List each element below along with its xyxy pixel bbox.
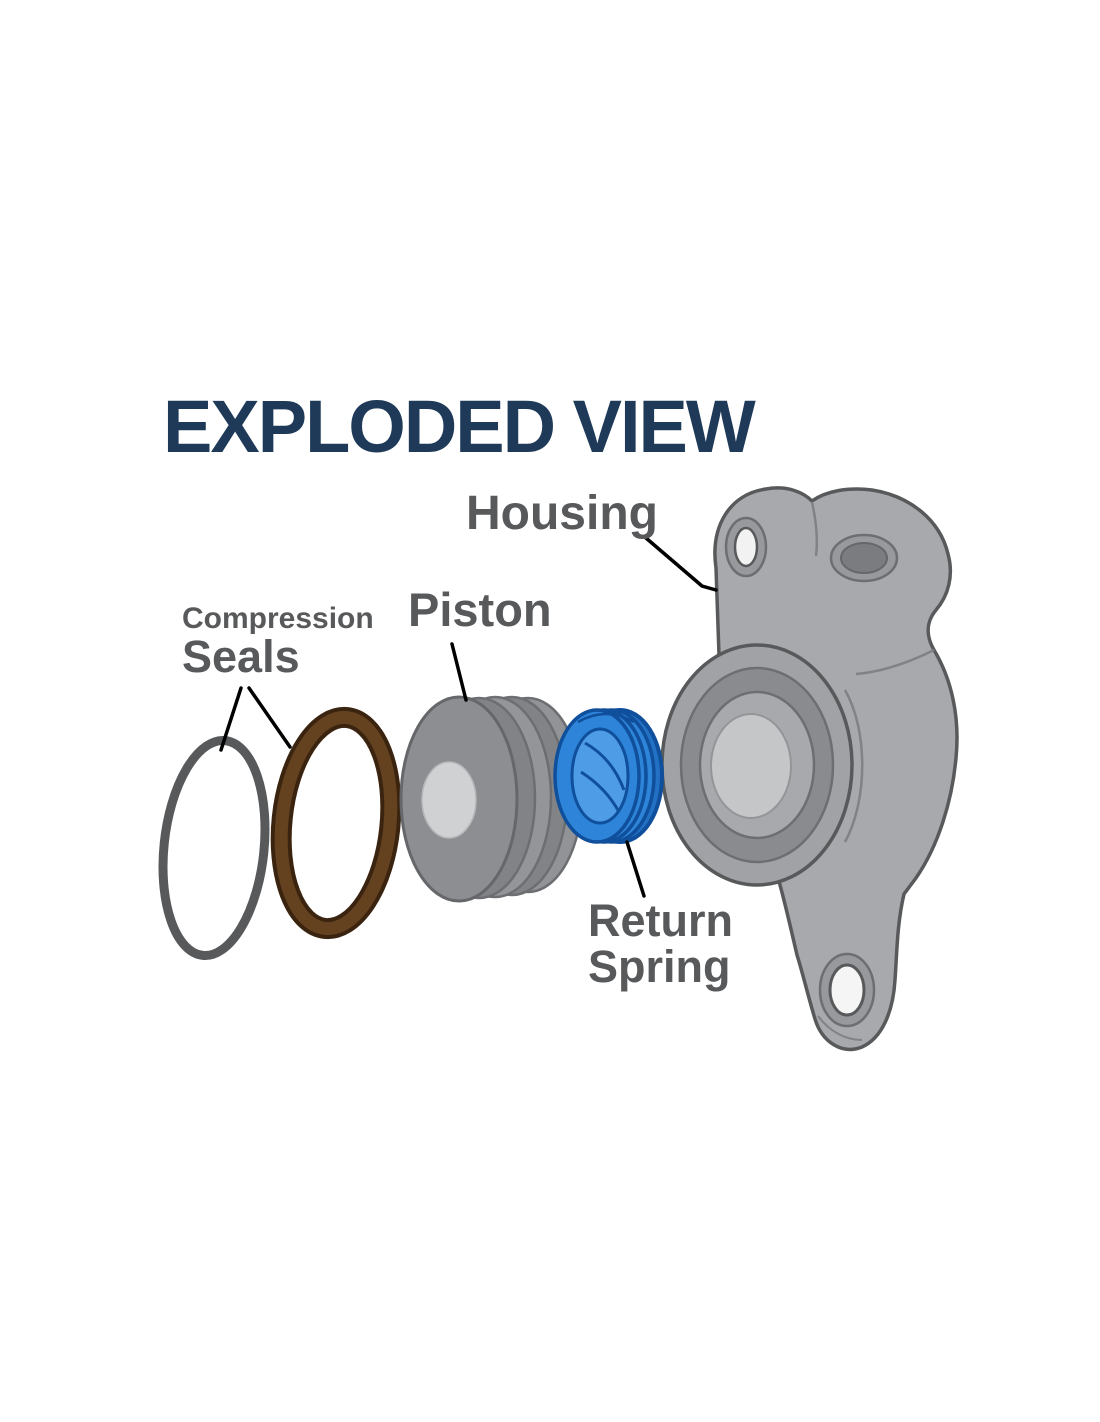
page-title: EXPLODED VIEW (163, 385, 756, 468)
compression-label: Compression (182, 602, 374, 635)
housing-ear-hole-left (733, 526, 759, 568)
spring-front-opening (570, 727, 630, 825)
housing-leader-line (644, 536, 718, 592)
housing-contour-line (810, 501, 819, 557)
leader-lines (219, 536, 718, 898)
housing-label: Housing (466, 487, 658, 540)
brown-seal-ring (274, 710, 398, 936)
compression-seal-gray-graphic (158, 735, 270, 961)
housing-arm-hole (828, 963, 866, 1017)
gray-seal-ring (158, 735, 270, 961)
brown-seal-leader-line (247, 686, 292, 749)
return-spring-leader-line (625, 840, 646, 898)
return-spring-label: Return Spring (588, 898, 733, 990)
return-spring-graphic (553, 708, 664, 844)
housing-cylinder-junction-line (843, 689, 864, 843)
compression-seal-brown-graphic (270, 706, 402, 940)
piston-graphic (399, 695, 584, 903)
housing-arm-shade-line (817, 1015, 863, 1041)
housing-graphic (660, 486, 959, 1052)
gray-seal-leader-line (219, 686, 243, 752)
piston-leader-line (450, 642, 468, 702)
spring-wrap-line (577, 712, 635, 724)
piston-label: Piston (408, 583, 552, 636)
housing-ear-hole-right (840, 542, 888, 574)
housing-contour-line (855, 648, 935, 676)
piston-face-highlight (421, 761, 477, 839)
housing-bore-center (710, 713, 792, 819)
seals-label: Seals (182, 631, 300, 682)
spring-inner-coil-line (584, 741, 626, 791)
spring-label-line: Spring (588, 940, 731, 992)
spring-inner-coil-line (580, 770, 621, 813)
return-label-line: Return (588, 895, 733, 946)
